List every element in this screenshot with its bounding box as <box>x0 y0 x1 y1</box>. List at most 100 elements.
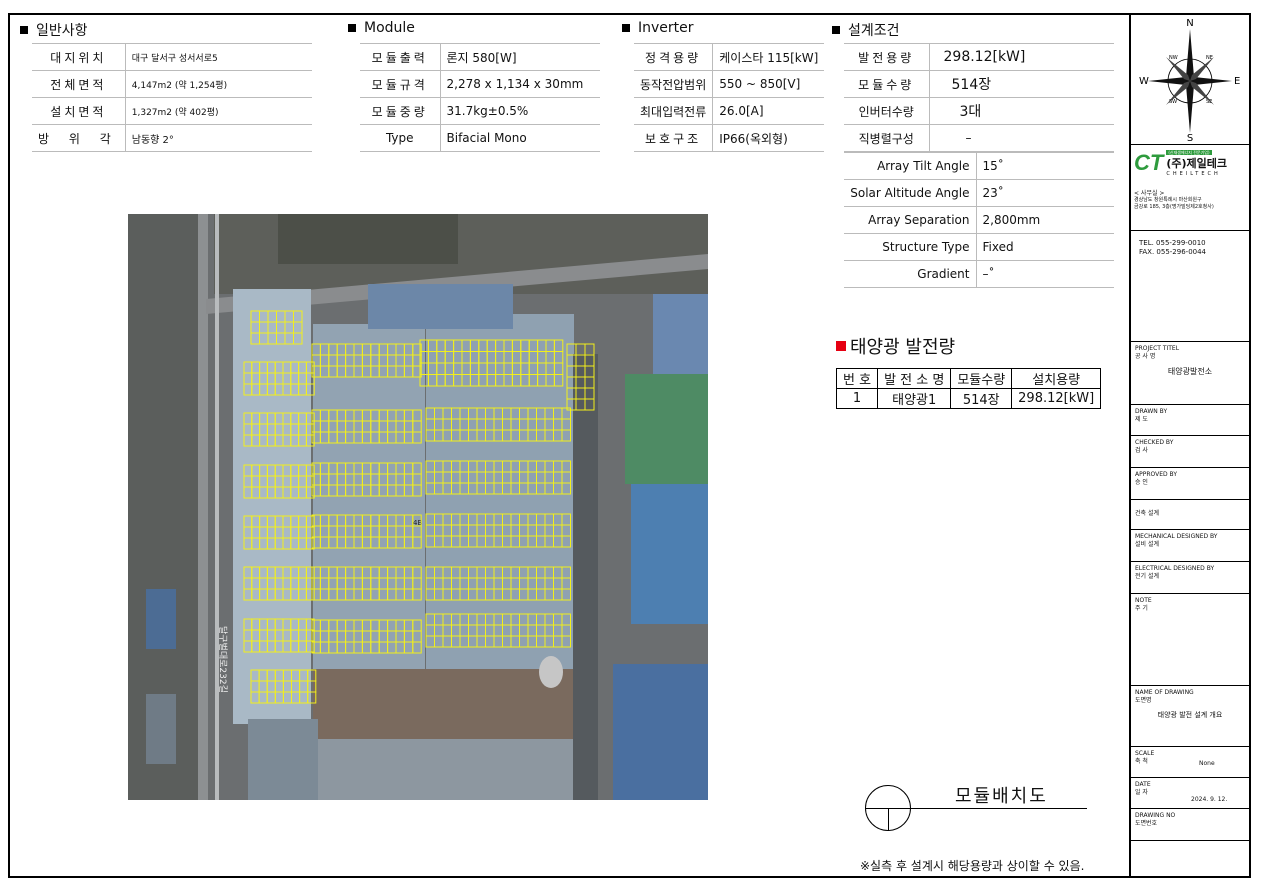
pv-module <box>305 383 315 396</box>
pv-module <box>305 537 315 550</box>
company-cell: CT (신재생에너지 전문기업) (주)제일테크 CHEILTECH < 사무실… <box>1131 145 1249 231</box>
approved-by-cell: APPROVED BY 승 인 <box>1131 468 1249 500</box>
pv-module-block <box>311 514 422 549</box>
pv-module-block <box>311 409 422 444</box>
pv-output-heading: 태양광 발전량 <box>836 333 955 359</box>
table-row: Gradient–˚ <box>844 260 1114 288</box>
pv-module-block <box>425 513 571 548</box>
drawing-label: 모듈배치도 <box>865 780 1095 840</box>
bullet-square-icon <box>348 24 356 32</box>
pv-module-block <box>243 566 315 601</box>
pv-module <box>584 398 595 411</box>
pv-module <box>561 635 571 648</box>
pv-module <box>561 535 571 548</box>
svg-text:NE: NE <box>1206 55 1213 61</box>
pv-module-block <box>250 310 303 345</box>
compass-rose-icon: N S W E NW NE SW SE <box>1139 18 1240 144</box>
svg-text:SW: SW <box>1169 99 1177 105</box>
inverter-title: Inverter <box>638 20 694 36</box>
arch-design-cell: 건축 설계 <box>1131 500 1249 530</box>
pv-module <box>553 374 564 387</box>
pv-module-block <box>243 412 315 447</box>
pv-module-block <box>250 669 317 704</box>
module-title: Module <box>364 20 415 36</box>
pv-module <box>307 691 317 704</box>
pv-module <box>305 640 315 653</box>
table-row: 직병렬구성– <box>844 124 1114 152</box>
pv-module <box>561 588 571 601</box>
pv-module <box>305 434 315 447</box>
company-name: (주)제일테크 <box>1166 156 1227 170</box>
bullet-square-icon <box>832 26 840 34</box>
pv-module-block <box>566 343 595 411</box>
design-heading: 설계조건 <box>832 20 900 40</box>
table-row: 1 태양광1 514장 298.12[kW] <box>835 388 1102 409</box>
pv-module-block <box>311 462 422 497</box>
checked-by-cell: CHECKED BY 검 사 <box>1131 436 1249 468</box>
pv-module <box>561 482 571 495</box>
contact-cell: TEL. 055-299-0010 FAX. 055-296-0044 <box>1131 231 1249 342</box>
date-cell: DATE 일 자 2024. 9. 12. <box>1131 778 1249 809</box>
drawing-no-cell: DRAWING NO 도면번호 <box>1131 809 1249 841</box>
pv-panel-array <box>243 310 595 704</box>
company-logo: CT (신재생에너지 전문기업) (주)제일테크 CHEILTECH <box>1134 150 1227 178</box>
svg-text:SE: SE <box>1206 99 1212 105</box>
pv-module <box>412 431 422 444</box>
pv-module <box>412 365 422 378</box>
pv-module <box>412 484 422 497</box>
svg-text:S: S <box>1187 133 1193 144</box>
company-fax: FAX. 055-296-0044 <box>1139 248 1207 257</box>
project-title-cell: PROJECT TITEL 공 사 명 태양광발전소 <box>1131 342 1249 405</box>
pv-module-block <box>425 407 571 442</box>
building-number: 4B <box>413 519 422 527</box>
bullet-square-icon <box>622 24 630 32</box>
drawing-name-cell: NAME OF DRAWING 도면명 태양광 발전 설계 개요 <box>1131 686 1249 747</box>
disclaimer-note: ※실측 후 설계시 해당용량과 상이할 수 있음. <box>860 859 1085 873</box>
general-title: 일반사항 <box>36 23 88 39</box>
layout-label-text: 모듈배치도 <box>955 786 1048 807</box>
pv-module <box>293 332 303 345</box>
pv-module-block <box>425 566 571 601</box>
aerial-photo: 달구벌대로232길 4B <box>128 214 708 800</box>
svg-text:NW: NW <box>1169 55 1178 61</box>
pv-module-block <box>425 613 571 648</box>
module-heading: Module <box>348 20 415 36</box>
pv-module-block <box>311 343 422 378</box>
pv-module <box>305 588 315 601</box>
pv-module-block <box>243 464 315 499</box>
scale-value: None <box>1199 760 1215 767</box>
title-block: N S W E NW NE SW SE CT <box>1129 15 1249 876</box>
pv-module-block <box>243 361 315 396</box>
compass-cell: N S W E NW NE SW SE <box>1131 15 1249 145</box>
svg-text:E: E <box>1234 76 1240 87</box>
pv-module <box>305 486 315 499</box>
pv-module-block <box>425 460 571 495</box>
general-heading: 일반사항 <box>20 20 88 40</box>
pv-module-block <box>243 618 315 653</box>
pv-module-block <box>311 619 422 654</box>
road-label: 달구벌대로232길 <box>217 626 229 693</box>
